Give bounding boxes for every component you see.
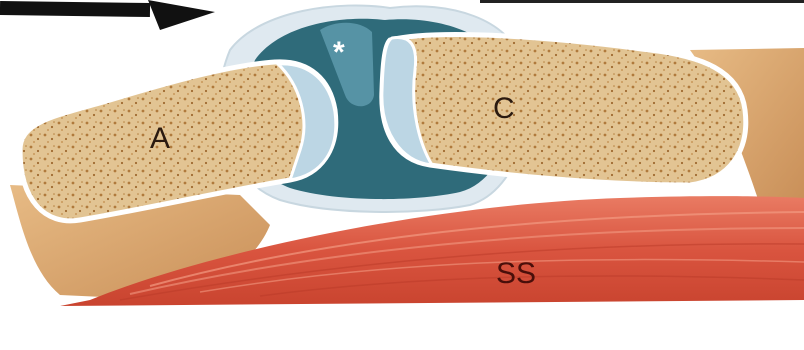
label-clavicle: C — [493, 92, 515, 125]
label-supraspinatus: SS — [496, 257, 536, 290]
joint-marker: * — [333, 36, 345, 69]
label-acromion: A — [150, 122, 170, 155]
clavicle-bone — [382, 35, 746, 185]
